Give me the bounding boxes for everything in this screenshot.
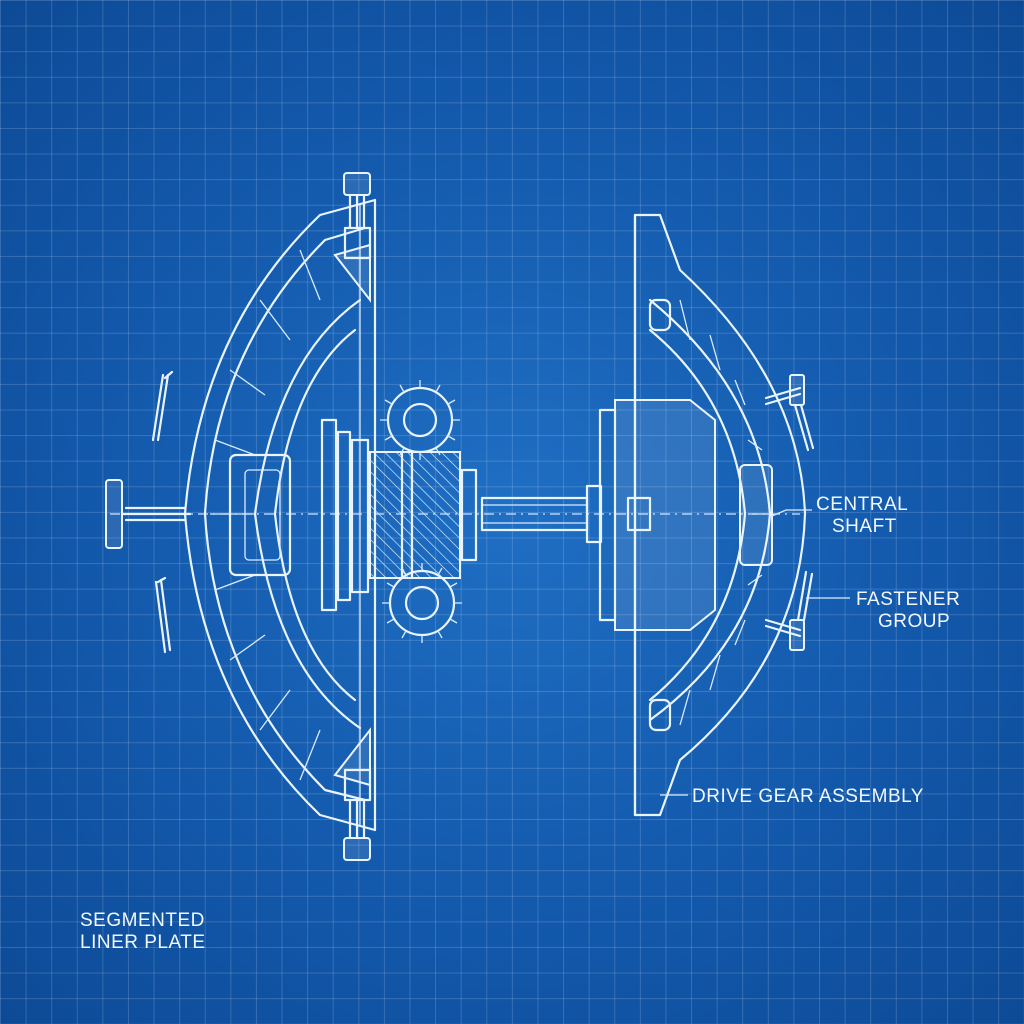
left-loose-fasteners [105,370,192,654]
central-shaft-label-line1: CENTRAL [816,494,909,515]
segmented-liner-plate-label-line2: LINER PLATE [80,931,206,953]
fastener-group-label-line1: FASTENER [856,589,961,610]
segmented-liner-plate-label: SEGMENTED LINER PLATE [80,910,206,954]
right-loose-fasteners [764,374,815,651]
central-shaft-label: CENTRAL SHAFT [816,494,908,538]
right-liner-half [598,213,807,817]
fastener-group-label: FASTENER GROUP [856,589,960,633]
central-shaft-label-line2: SHAFT [832,515,897,537]
fastener-group-label-line2: GROUP [878,610,951,632]
drive-gear-assembly-label: DRIVE GEAR ASSEMBLY [692,786,924,807]
callout-leaders [660,509,850,796]
drive-gear-pack [320,380,478,643]
segmented-liner-plate-label-line1: SEGMENTED [80,910,205,931]
central-shaft-drawing [480,484,603,544]
left-liner-half [183,172,377,861]
